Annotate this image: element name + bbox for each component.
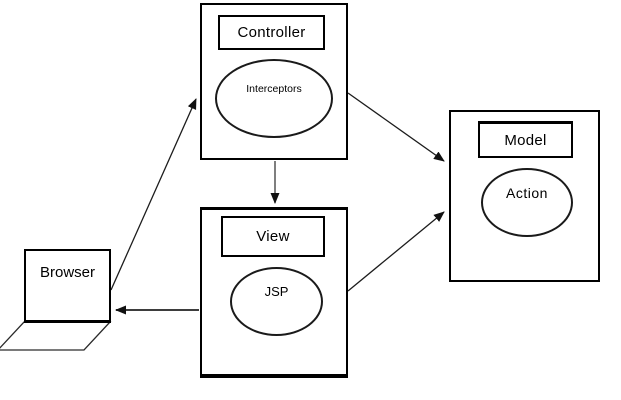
interceptors-ellipse: Interceptors bbox=[215, 59, 333, 138]
edge-browser-to-controller bbox=[110, 98, 197, 291]
interceptors-label: Interceptors bbox=[246, 82, 302, 95]
model-title-box: Model bbox=[478, 121, 573, 158]
jsp-label: JSP bbox=[264, 284, 289, 299]
action-ellipse: Action bbox=[481, 168, 573, 237]
action-label: Action bbox=[506, 184, 548, 201]
view-title: View bbox=[256, 228, 290, 245]
jsp-ellipse: JSP bbox=[230, 267, 323, 336]
laptop-base-shape bbox=[0, 321, 112, 351]
controller-title: Controller bbox=[237, 24, 306, 41]
model-title: Model bbox=[504, 131, 547, 149]
browser-label: Browser bbox=[39, 264, 95, 281]
edge-view-to-model bbox=[347, 211, 445, 292]
view-title-box: View bbox=[221, 216, 325, 257]
browser-screen-box: Browser bbox=[24, 249, 111, 323]
edge-controller-to-model bbox=[347, 92, 445, 162]
controller-title-box: Controller bbox=[218, 15, 325, 50]
